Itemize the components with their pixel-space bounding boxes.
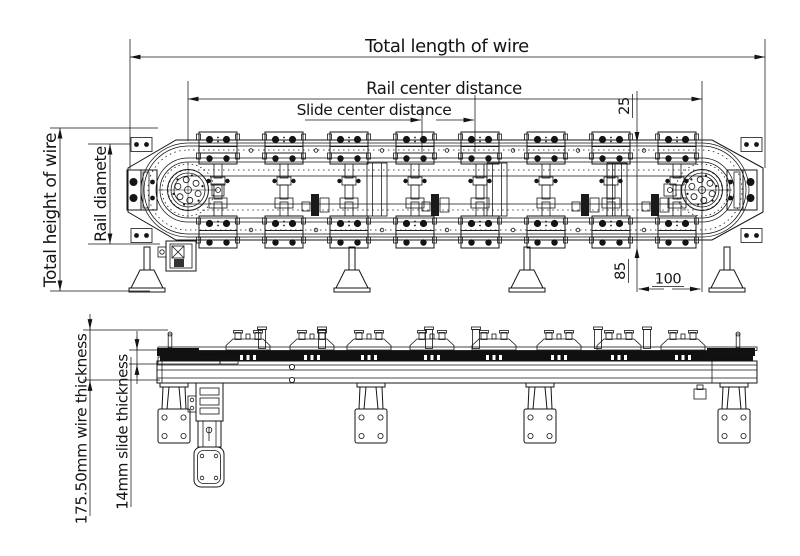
leg-instance (717, 382, 751, 444)
left-pulley (157, 161, 219, 219)
pin-instance (167, 331, 173, 349)
mech-instance (421, 193, 450, 217)
dim-slide-thickness: 14mm slide thickness (114, 331, 158, 510)
dim-rail-center-label: Rail center distance (366, 79, 522, 98)
slide-bottom-instance (525, 202, 568, 248)
slide-bottom-instance (263, 202, 306, 248)
rail-hole-instance (379, 148, 385, 233)
track-beam (156, 356, 758, 384)
drive-motor-top (157, 240, 197, 272)
right-fitting-side (693, 384, 707, 400)
dim-rail-diameter: Rail diamete (88, 143, 160, 245)
rail-hole-instance (248, 148, 254, 233)
rail-hole-instance (444, 148, 450, 233)
dim-total-length: Total length of wire (129, 36, 766, 169)
dim-rail-center: Rail center distance (187, 79, 703, 292)
dim-total-length-label: Total length of wire (364, 36, 529, 57)
mechanism-layer (301, 193, 670, 217)
right-end-cap (726, 169, 758, 211)
leg-instance (157, 382, 191, 444)
frame-instance (366, 162, 388, 217)
dim-slide-thickness-label: 14mm slide thickness (114, 354, 132, 510)
beam-bolts (288, 363, 296, 384)
rail-hole-instance (641, 148, 647, 233)
foot-instance (708, 246, 746, 293)
foot-instance (128, 246, 166, 293)
slide-top-instance (394, 132, 437, 208)
beam-bolt-hole (288, 363, 296, 371)
dim-wire-thickness: 175.50mm wire thickness (73, 314, 168, 524)
post-instance (593, 326, 603, 349)
dim-wire-thickness-label: 175.50mm wire thickness (73, 333, 91, 524)
feet-layer (128, 246, 746, 293)
posts-layer (257, 326, 652, 349)
drive-motor-side (187, 382, 225, 488)
frame-instance (486, 162, 508, 217)
rail-hole-instance (510, 148, 516, 233)
dim-total-height: Total height of wire (41, 127, 158, 292)
dim-25-label: 25 (617, 97, 633, 115)
slide-bottom-instance (328, 202, 371, 248)
leg-instance (523, 382, 557, 444)
plan-view (126, 132, 764, 293)
beam-bolt-hole (288, 376, 296, 384)
slide-top-instance (459, 132, 502, 208)
side-view (156, 326, 758, 488)
dim-100: 100 (638, 272, 701, 292)
slides-bottom-layer (197, 202, 699, 248)
post-instance (642, 326, 652, 349)
dim-slide-center-label: Slide center distance (297, 101, 452, 119)
slide-bottom-instance (197, 202, 240, 248)
dim-slide-center: Slide center distance (297, 95, 476, 152)
legs-layer (157, 382, 751, 444)
pin-instance (735, 331, 741, 349)
mech-instance (641, 193, 670, 217)
dim-total-height-label: Total height of wire (41, 133, 61, 288)
dim-25-85: 25 85 (613, 91, 640, 292)
inner-fitting-right (663, 183, 677, 197)
slide-bottom-instance (656, 202, 699, 248)
rail-holes-layer (248, 148, 647, 233)
mech-instance (571, 193, 600, 217)
left-end-cap (126, 169, 158, 211)
post-instance (424, 326, 434, 349)
slide-rail-band (160, 350, 753, 361)
dim-100-label: 100 (655, 272, 682, 288)
band-right-cap (707, 348, 755, 356)
dim-rail-diameter-label: Rail diamete (91, 146, 110, 242)
leg-instance (354, 382, 388, 444)
slide-top-instance (590, 132, 633, 208)
rail-hole-instance (313, 148, 319, 233)
rail-hole-instance (575, 148, 581, 233)
band-left-cap (157, 348, 199, 356)
slide-bottom-instance (590, 202, 633, 248)
slide-bottom-instance (459, 202, 502, 248)
slide-top-instance (525, 132, 568, 208)
foot-instance (508, 246, 546, 293)
dimension-annotations: Total length of wire Rail center distanc… (41, 36, 766, 524)
foot-instance (333, 246, 371, 293)
inner-fitting-left (211, 183, 225, 197)
track-outline (127, 139, 764, 241)
dim-85-label: 85 (613, 262, 629, 280)
post-instance (471, 326, 481, 349)
slide-top-instance (656, 132, 699, 208)
mech-instance (301, 193, 330, 217)
